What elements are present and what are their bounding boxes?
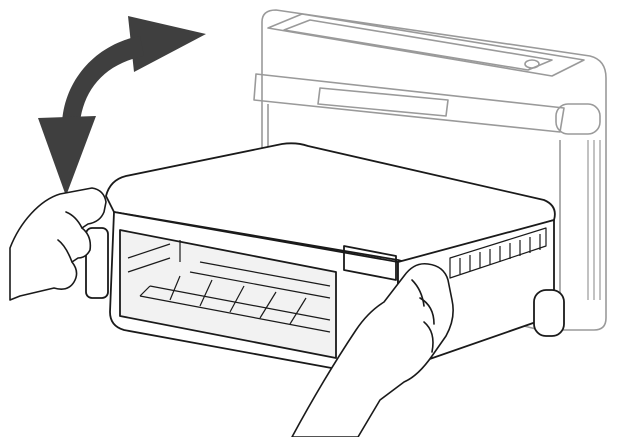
oven-control-panel	[343, 245, 397, 281]
arrowhead-down	[38, 116, 96, 196]
oven-flat-position	[85, 142, 565, 380]
ghost-top-panel	[267, 13, 585, 77]
arrow-shaft	[62, 36, 144, 124]
oven-right-foot	[533, 289, 565, 337]
ghost-body-outline	[261, 9, 607, 331]
ghost-front-band	[253, 73, 565, 133]
ghost-vent-grille	[587, 140, 601, 300]
right-hand-finger-line	[411, 279, 425, 307]
oven-side-vent	[449, 227, 547, 279]
oven-upright-ghost	[253, 9, 607, 331]
left-hand-finger-line	[57, 239, 73, 263]
oven-glass-door	[119, 229, 337, 359]
oven-left-handle	[85, 227, 109, 299]
ghost-front-band-inner	[317, 87, 449, 117]
ghost-side-handle	[555, 103, 601, 135]
right-hand-outline	[291, 262, 454, 437]
curved-rotation-arrow-icon	[38, 16, 206, 196]
arrowhead-right	[128, 16, 206, 72]
ghost-knob	[524, 59, 540, 69]
ghost-top-inner	[283, 19, 553, 71]
left-hand	[9, 187, 107, 301]
left-hand-finger-line	[65, 211, 83, 229]
right-hand-finger-line	[423, 321, 434, 353]
oven-rack-rails	[127, 240, 181, 273]
right-hand-finger-line	[419, 297, 435, 325]
oven-wire-rack	[139, 261, 331, 333]
right-hand	[291, 262, 454, 437]
left-hand-outline	[9, 187, 107, 301]
